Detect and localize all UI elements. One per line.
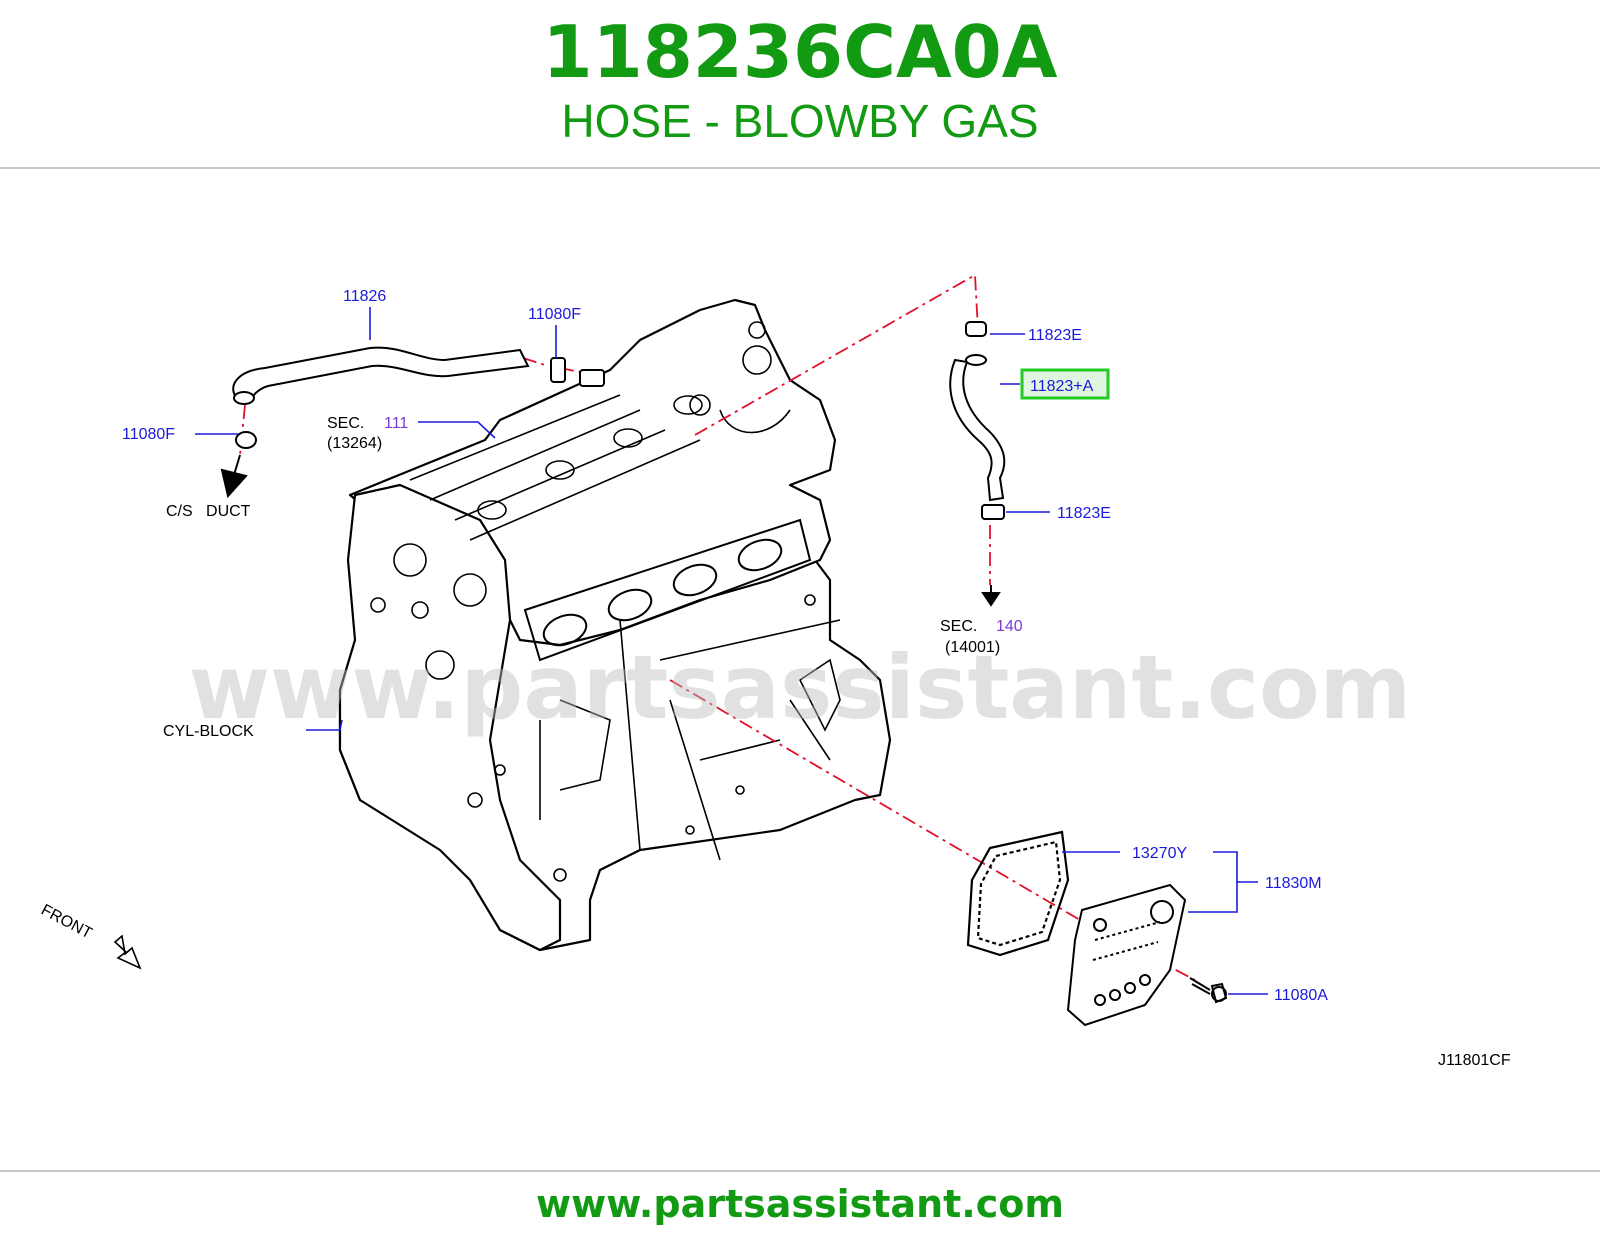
label-cs-duct: C/S DUCT <box>166 503 251 520</box>
hose-11826-body <box>232 346 530 404</box>
callout-13270y[interactable]: 13270Y <box>1132 845 1187 862</box>
hose-11823a-end <box>965 354 987 366</box>
callout-11080f-right[interactable]: 11080F <box>528 306 581 323</box>
callout-11823e-lower[interactable]: 11823E <box>1057 505 1111 522</box>
hose-11823a-body <box>949 358 1006 502</box>
page-header: 118236CA0A HOSE - BLOWBY GAS <box>0 0 1600 168</box>
leader-11830m-bracket <box>1188 851 1238 913</box>
diagram-code: J11801CF <box>1438 1052 1511 1069</box>
label-sec-140-ref: (14001) <box>945 639 1000 656</box>
callout-11823a-selected[interactable]: 11823+A <box>1030 378 1094 395</box>
block-bolts <box>467 594 816 882</box>
clamp-11823e-lower-shape <box>981 504 1005 520</box>
plug-holes <box>477 395 703 520</box>
callout-11080f-left[interactable]: 11080F <box>122 426 175 443</box>
label-front: FRONT <box>38 902 95 943</box>
timing-bosses <box>370 543 487 680</box>
leader-sec-111 <box>418 421 496 439</box>
intake-ports <box>523 518 812 662</box>
clamp-11080f-right-shape <box>550 357 566 383</box>
leader-lines <box>195 307 1268 995</box>
separator-11830m <box>1066 883 1187 1027</box>
hose-fitting-shape <box>579 369 605 387</box>
callout-sec-111[interactable]: 111 <box>384 415 408 432</box>
front-arrow-icon <box>113 934 142 970</box>
bolt-11080a-shape <box>1189 977 1228 1004</box>
callout-11823e-upper[interactable]: 11823E <box>1028 327 1082 344</box>
clamp-11080f-left-shape <box>235 431 257 449</box>
separator-bolt-holes <box>1094 974 1151 1006</box>
label-cyl-block: CYL-BLOCK <box>163 723 254 740</box>
leader-cyl-block <box>306 719 343 731</box>
label-sec-111-ref: (13264) <box>327 435 382 452</box>
label-sec-140-prefix: SEC. <box>940 618 977 635</box>
callout-sec-140[interactable]: 140 <box>996 618 1023 635</box>
callout-11080a[interactable]: 11080A <box>1274 987 1328 1004</box>
part-number: 118236CA0A <box>542 10 1058 94</box>
hose-11826 <box>232 346 605 449</box>
separator-ribs <box>1092 921 1161 961</box>
cs-duct-arrow <box>220 454 248 499</box>
header-divider <box>0 167 1600 169</box>
gasket-inner <box>976 840 1062 947</box>
separator-hole <box>1093 918 1107 932</box>
block-detail-lines <box>539 619 841 861</box>
centerline-clamp-left <box>239 404 246 456</box>
callout-11830m[interactable]: 11830M <box>1265 875 1322 892</box>
clamp-11823e-upper-shape <box>965 321 987 337</box>
centerline-upper-route <box>694 273 979 436</box>
gasket-13270y <box>966 830 1070 957</box>
sec-140-arrow <box>981 585 1001 607</box>
engine-drawing <box>338 298 892 952</box>
part-description: HOSE - BLOWBY GAS <box>561 95 1039 147</box>
watermark: www.partsassistant.com <box>189 636 1412 739</box>
selected-part-highlight <box>1020 368 1110 400</box>
hose-11826-end <box>233 391 255 405</box>
footer-link[interactable]: www.partsassistant.com <box>536 1182 1064 1226</box>
gasket-outline <box>966 830 1070 957</box>
label-sec-111-prefix: SEC. <box>327 415 364 432</box>
callout-11826[interactable]: 11826 <box>343 288 386 305</box>
block-mount-pad <box>798 658 841 732</box>
engine-details <box>370 321 841 882</box>
separator-port <box>1150 900 1174 924</box>
footer-divider <box>0 1170 1600 1172</box>
hose-11823a <box>949 321 1006 520</box>
valve-cover-ridge <box>409 394 701 541</box>
timing-cover-outline <box>338 483 562 952</box>
